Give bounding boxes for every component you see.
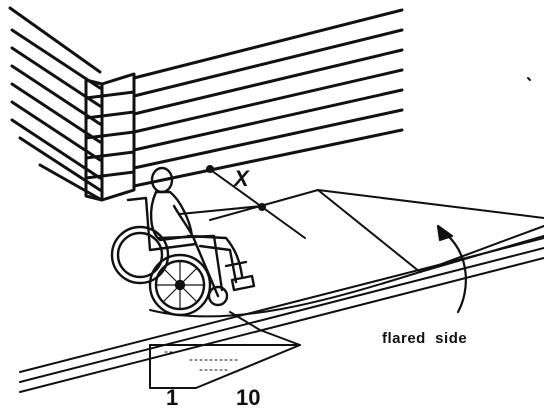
slope-ratio-rise: 1 xyxy=(166,385,178,409)
building-corner xyxy=(84,72,136,202)
building xyxy=(8,6,404,202)
wheelchair-wheel xyxy=(148,253,212,317)
flared-side-label: flared side xyxy=(382,330,467,347)
caster-wheel xyxy=(207,285,229,307)
dimension-x-label: X xyxy=(232,166,250,191)
slope-block-shading xyxy=(164,351,241,371)
stray-mark xyxy=(527,77,531,81)
flared-side-pointer xyxy=(436,224,467,314)
ramp-flare xyxy=(317,189,544,273)
curb-lines xyxy=(19,237,544,393)
dimension-x xyxy=(179,165,306,239)
slope-ratio-run: 10 xyxy=(236,385,260,409)
wheelchair-user xyxy=(110,166,256,317)
ramp-surface xyxy=(149,271,421,318)
building-right-face xyxy=(132,8,404,188)
slope-block xyxy=(149,344,301,389)
building-left-face xyxy=(8,6,102,201)
